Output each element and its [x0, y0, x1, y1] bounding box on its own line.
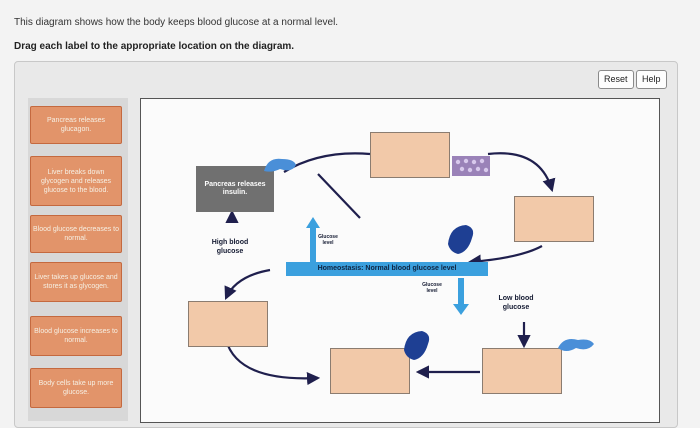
homeostasis-bar: Homeostasis: Normal blood glucose level [286, 262, 488, 276]
label-liver-breaks-down-glycogen[interactable]: Liver breaks down glycogen and releases … [30, 156, 122, 206]
low-blood-glucose-label: Low blood glucose [498, 295, 534, 311]
drop-zone-bottom-right[interactable] [482, 348, 562, 394]
high-blood-glucose-label: High blood glucose [211, 239, 249, 255]
drag-instruction: Drag each label to the appropriate locat… [14, 41, 295, 52]
arrow-up-icon [306, 217, 320, 262]
label-body-cells-take-up-glucose[interactable]: Body cells take up more glucose. [30, 368, 122, 408]
pancreas-icon [264, 158, 296, 172]
help-button[interactable]: Help [636, 70, 667, 89]
arrow-down-icon [453, 278, 469, 315]
drop-zone-right[interactable] [514, 196, 594, 242]
label-blood-glucose-decreases[interactable]: Blood glucose decreases to normal. [30, 215, 122, 253]
reset-button[interactable]: Reset [598, 70, 634, 89]
body-cells-icon [452, 156, 490, 176]
glucose-level-down-label: Glucose level [422, 282, 442, 294]
label-bank [28, 98, 128, 421]
liver-icon [448, 225, 474, 254]
pancreas-icon-bottom [558, 339, 594, 351]
label-blood-glucose-increases[interactable]: Blood glucose increases to normal. [30, 316, 122, 356]
drop-zone-left[interactable] [188, 301, 268, 347]
label-liver-takes-up-glucose[interactable]: Liver takes up glucose and stores it as … [30, 262, 122, 302]
glucose-level-up-label: Glucose level [318, 234, 338, 246]
label-pancreas-releases-glucagon[interactable]: Pancreas releases glucagon. [30, 106, 122, 144]
liver-icon-bottom [404, 331, 430, 360]
pancreas-releases-insulin-box: Pancreas releases insulin. [196, 166, 274, 212]
instruction-text: This diagram shows how the body keeps bl… [14, 17, 339, 28]
drop-zone-top[interactable] [370, 132, 450, 178]
drop-zone-bottom-middle[interactable] [330, 348, 410, 394]
